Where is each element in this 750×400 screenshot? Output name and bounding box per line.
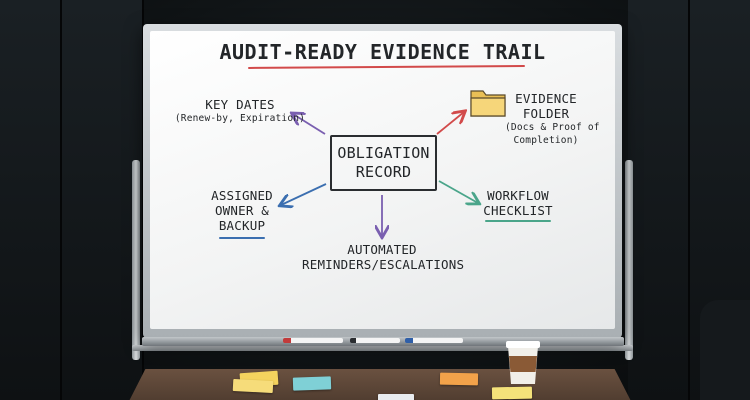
- window-pane: [0, 0, 62, 400]
- stand-crossbar: [132, 345, 633, 351]
- whiteboard: AUDIT-READY EVIDENCE TRAIL OBLIGATION RE…: [150, 31, 615, 329]
- center-label: OBLIGATION RECORD: [330, 144, 437, 182]
- evidence-line2: FOLDER: [522, 106, 570, 121]
- key-dates-title: KEY DATES: [205, 97, 275, 112]
- evidence-node: EVIDENCE FOLDER (Docs & Proof of Complet…: [505, 91, 600, 147]
- center-line2: RECORD: [355, 163, 412, 181]
- owner-line3: BACKUP: [218, 218, 266, 233]
- window-pane: [628, 0, 690, 400]
- sticky-note: [439, 372, 479, 386]
- arrow-key-dates: [293, 114, 326, 135]
- sticky-note: [491, 386, 533, 400]
- workflow-node: WORKFLOW CHECKLIST: [478, 188, 558, 218]
- red-marker: [283, 338, 343, 343]
- board-title: AUDIT-READY EVIDENCE TRAIL: [219, 40, 546, 64]
- arrow-evidence: [436, 112, 464, 135]
- owner-node: ASSIGNED OWNER & BACKUP: [202, 188, 282, 233]
- black-marker: [350, 338, 400, 343]
- sticky-note: [232, 378, 274, 394]
- arrow-workflow: [438, 180, 478, 203]
- key-dates-sub: (Renew-by, Expiration): [174, 113, 306, 124]
- automated-node: AUTOMATED REMINDERS/ESCALATIONS: [302, 242, 465, 272]
- owner-line2: OWNER &: [214, 203, 270, 218]
- workflow-line1: WORKFLOW: [487, 188, 549, 203]
- owner-underline: [219, 237, 265, 239]
- chair: [700, 300, 750, 400]
- stand-post-left: [132, 160, 140, 360]
- evidence-line1: EVIDENCE: [515, 91, 577, 106]
- blue-marker: [405, 338, 463, 343]
- arrow-owner: [281, 183, 327, 205]
- evidence-sub2: Completion): [513, 135, 579, 146]
- coffee-cup: [505, 340, 541, 386]
- obligation-record-box: [330, 135, 437, 191]
- stand-post-right: [625, 160, 633, 360]
- arrows: [150, 31, 615, 329]
- center-line1: OBLIGATION: [337, 144, 430, 162]
- key-dates-node: KEY DATES (Renew-by, Expiration): [170, 97, 310, 125]
- workflow-underline: [485, 220, 551, 222]
- sticky-note: [292, 376, 332, 391]
- automated-line2: REMINDERS/ESCALATIONS: [302, 257, 465, 272]
- evidence-sub1: (Docs & Proof of: [505, 122, 600, 133]
- folder-icon: [469, 86, 507, 118]
- automated-line1: AUTOMATED: [347, 242, 417, 257]
- paper-note: [378, 394, 414, 400]
- workflow-line2: CHECKLIST: [483, 203, 553, 218]
- owner-line1: ASSIGNED: [211, 188, 273, 203]
